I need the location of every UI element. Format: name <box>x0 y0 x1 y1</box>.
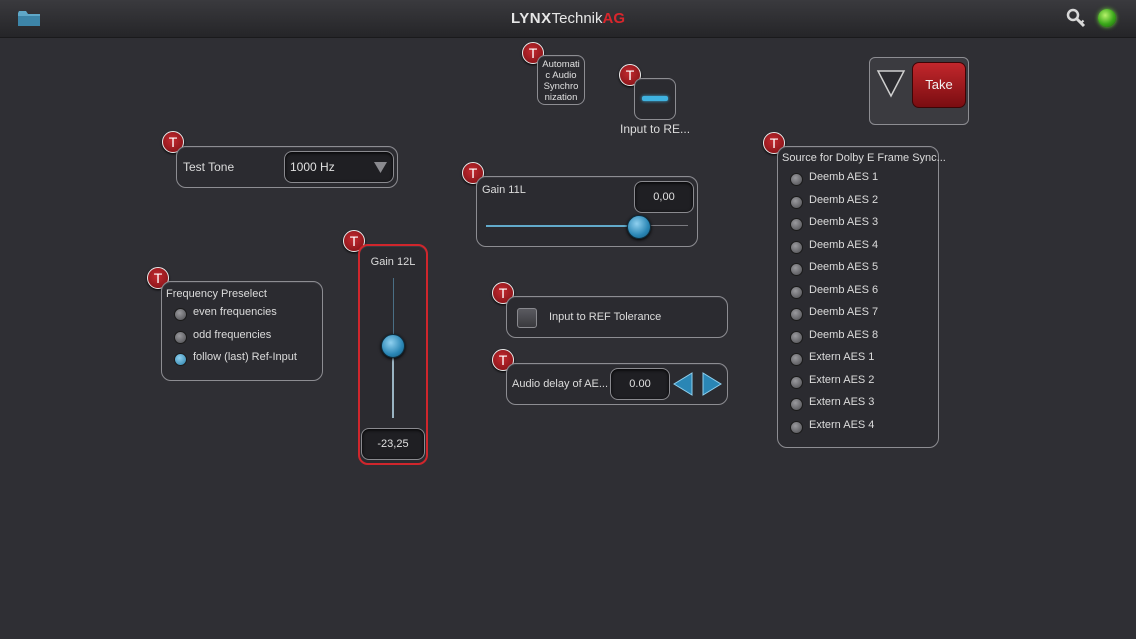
radio-label: Extern AES 3 <box>809 396 875 408</box>
radio-button[interactable] <box>790 375 803 389</box>
brand-part-1: LYNX <box>511 10 552 27</box>
gain12-value-field[interactable]: -23,25 <box>361 428 425 460</box>
radio-label: Deemb AES 6 <box>809 283 879 296</box>
dolby-source-panel: Source for Dolby E Frame Sync... Deemb A… <box>777 146 946 448</box>
radio-button[interactable] <box>790 353 803 366</box>
radio-label: Extern AES 1 <box>809 351 875 363</box>
status-led-icon[interactable] <box>1098 9 1116 27</box>
radio-label: even frequencies <box>193 306 277 318</box>
test-tone-value: 1000 Hz <box>290 160 335 174</box>
gain11-value: 0,00 <box>653 191 675 203</box>
radio-button[interactable] <box>790 285 803 299</box>
auto-sync-label-4: nization <box>544 92 578 103</box>
radio-button[interactable] <box>790 263 803 276</box>
take-button[interactable]: Take <box>912 62 966 108</box>
freq-preselect-title: Frequency Preselect <box>166 288 267 300</box>
radio-button[interactable] <box>174 331 187 344</box>
radio-label: Deemb AES 1 <box>809 171 879 183</box>
radio-label: Deemb AES 5 <box>809 261 879 273</box>
test-tone-select[interactable]: 1000 Hz <box>284 151 394 183</box>
radio-label: Deemb AES 8 <box>809 328 879 341</box>
gain12-slider-knob[interactable] <box>381 334 405 358</box>
gain12-panel: Gain 12L -23,25 <box>358 244 428 465</box>
auto-sync-button[interactable]: Automati c Audio Synchro nization <box>537 55 585 105</box>
brand-logo: LYNXTechnikAG <box>0 10 1136 27</box>
radio-button[interactable] <box>790 240 803 254</box>
ref-tolerance-label: Input to REF Tolerance <box>549 311 662 323</box>
decrement-arrow-icon[interactable] <box>672 372 694 396</box>
key-icon[interactable] <box>1066 8 1086 28</box>
input-ref-caption: Input to RE... <box>620 122 691 136</box>
radio-button[interactable] <box>790 218 803 231</box>
gain12-label: Gain 12L <box>370 256 416 268</box>
dropdown-triangle-icon[interactable] <box>876 68 906 98</box>
radio-label: Deemb AES 2 <box>809 193 879 206</box>
brand-part-2: Technik <box>551 10 603 27</box>
gain12-slider-fill <box>392 346 394 418</box>
gain11-panel: Gain 11L 0,00 <box>476 176 698 247</box>
gain11-slider-knob[interactable] <box>627 215 651 239</box>
freq-preselect-panel: Frequency Preselect even frequencies odd… <box>161 281 323 381</box>
radio-label: odd frequencies <box>193 329 272 341</box>
dolby-source-title: Source for Dolby E Frame Sync... <box>782 152 946 164</box>
folder-icon[interactable] <box>18 11 40 26</box>
radio-button[interactable] <box>790 420 803 434</box>
radio-button[interactable] <box>790 330 803 344</box>
auto-sync-label-1: Automati <box>542 59 580 70</box>
gain11-slider-track <box>636 225 688 226</box>
test-tone-panel: Test Tone 1000 Hz <box>176 146 398 188</box>
auto-sync-label-3: Synchro <box>543 81 579 92</box>
radio-button[interactable] <box>174 308 187 321</box>
radio-button[interactable] <box>790 173 803 186</box>
radio-label: Deemb AES 4 <box>809 238 879 251</box>
auto-sync-label-2: c Audio <box>545 70 577 81</box>
test-tone-label: Test Tone <box>183 160 235 174</box>
ref-tolerance-checkbox[interactable] <box>517 308 537 328</box>
gain12-slider-track <box>393 278 394 346</box>
radio-button[interactable] <box>790 195 803 209</box>
radio-button[interactable] <box>790 398 803 411</box>
gain11-value-field[interactable]: 0,00 <box>634 181 694 213</box>
top-bar: LYNXTechnikAG <box>0 0 1136 38</box>
radio-button-selected[interactable] <box>174 353 187 366</box>
audio-delay-value-field[interactable]: 0.00 <box>610 368 670 400</box>
audio-delay-label: Audio delay of AE... <box>512 378 609 390</box>
radio-label: Deemb AES 7 <box>809 306 879 318</box>
brand-part-3: AG <box>602 10 626 27</box>
radio-label: Extern AES 2 <box>809 373 875 386</box>
input-ref-toggle[interactable] <box>634 78 676 120</box>
radio-label: follow (last) Ref-Input <box>193 351 297 363</box>
radio-label: Deemb AES 3 <box>809 216 879 228</box>
toggle-indicator <box>642 96 668 101</box>
audio-delay-panel: Audio delay of AE... 0.00 <box>506 363 728 405</box>
chevron-down-icon <box>374 162 387 173</box>
gain12-value: -23,25 <box>377 438 409 450</box>
audio-delay-value: 0.00 <box>629 378 651 390</box>
gain11-slider-fill <box>486 225 636 227</box>
increment-arrow-icon[interactable] <box>701 372 723 396</box>
ref-tolerance-panel: Input to REF Tolerance <box>506 296 728 338</box>
gain11-label: Gain 11L <box>482 184 526 196</box>
radio-label: Extern AES 4 <box>809 418 875 431</box>
radio-button[interactable] <box>790 308 803 321</box>
